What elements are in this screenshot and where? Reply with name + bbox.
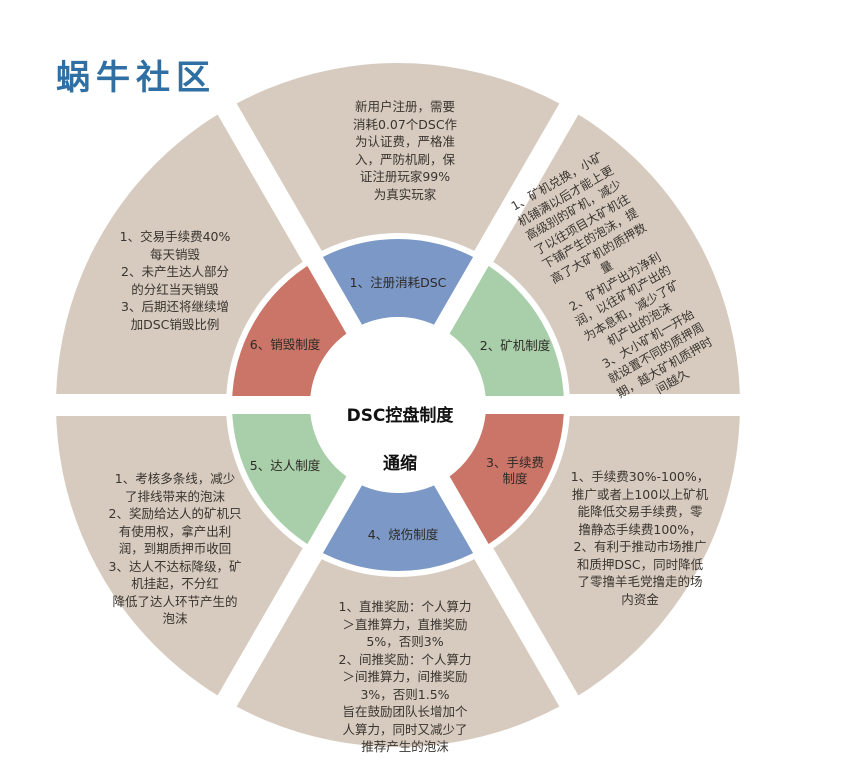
outer-divider-4 <box>473 546 581 711</box>
outer-divider-2 <box>473 99 581 264</box>
inner-segment-4 <box>315 481 481 571</box>
center-title: DSC控盘制度 通缩 <box>320 380 480 476</box>
inner-divider-1 <box>304 251 365 339</box>
center-circle <box>310 317 486 493</box>
segment-1-detail: 新用户注册，需要 消耗0.07个DSC作 为认证费，严格准 入，严防机刷，保 证… <box>352 99 458 202</box>
inner-divider-2 <box>431 251 492 339</box>
inner-segment-5 <box>231 405 354 549</box>
inner-segment-2 <box>442 261 564 405</box>
segment-6-label: 6、销毁制度 <box>249 337 321 352</box>
segment-5-label: 5、达人制度 <box>249 458 321 473</box>
center-line-2: 通缩 <box>383 454 417 474</box>
outer-divider-5 <box>215 546 323 711</box>
segment-3-label: 3、手续费 制度 <box>486 455 544 486</box>
segment-4-detail: 1、直推奖励：个人算力 ＞直推算力，直推奖励 5%，否则3% 2、间推奖励：个人… <box>338 599 472 754</box>
segment-1-label: 1、注册消耗DSC <box>349 275 447 290</box>
outer-divider-1 <box>215 99 323 264</box>
segment-5-detail: 1、考核多条线，减少 了排线带来的泡沫 2、奖励给达人的矿机只 有使用权，拿产出… <box>108 471 242 626</box>
segment-4-label: 4、烧伤制度 <box>367 527 439 542</box>
inner-segment-3 <box>442 405 564 549</box>
inner-segment-1 <box>315 239 481 329</box>
center-line-1: DSC控盘制度 <box>346 406 454 426</box>
inner-divider-5 <box>304 471 365 559</box>
inner-segment-6 <box>232 261 354 405</box>
brand-title: 蜗牛社区 <box>56 58 216 98</box>
segment-2-label: 2、矿机制度 <box>479 338 551 353</box>
inner-divider-4 <box>431 471 492 559</box>
segment-3-detail: 1、手续费30%-100%， 推广或者上100以上矿机 能降低交易手续费，零 撸… <box>570 469 710 607</box>
segment-6-detail: 1、交易手续费40% 每天销毁 2、未产生达人部分 的分红当天销毁 3、后期还将… <box>119 229 231 332</box>
